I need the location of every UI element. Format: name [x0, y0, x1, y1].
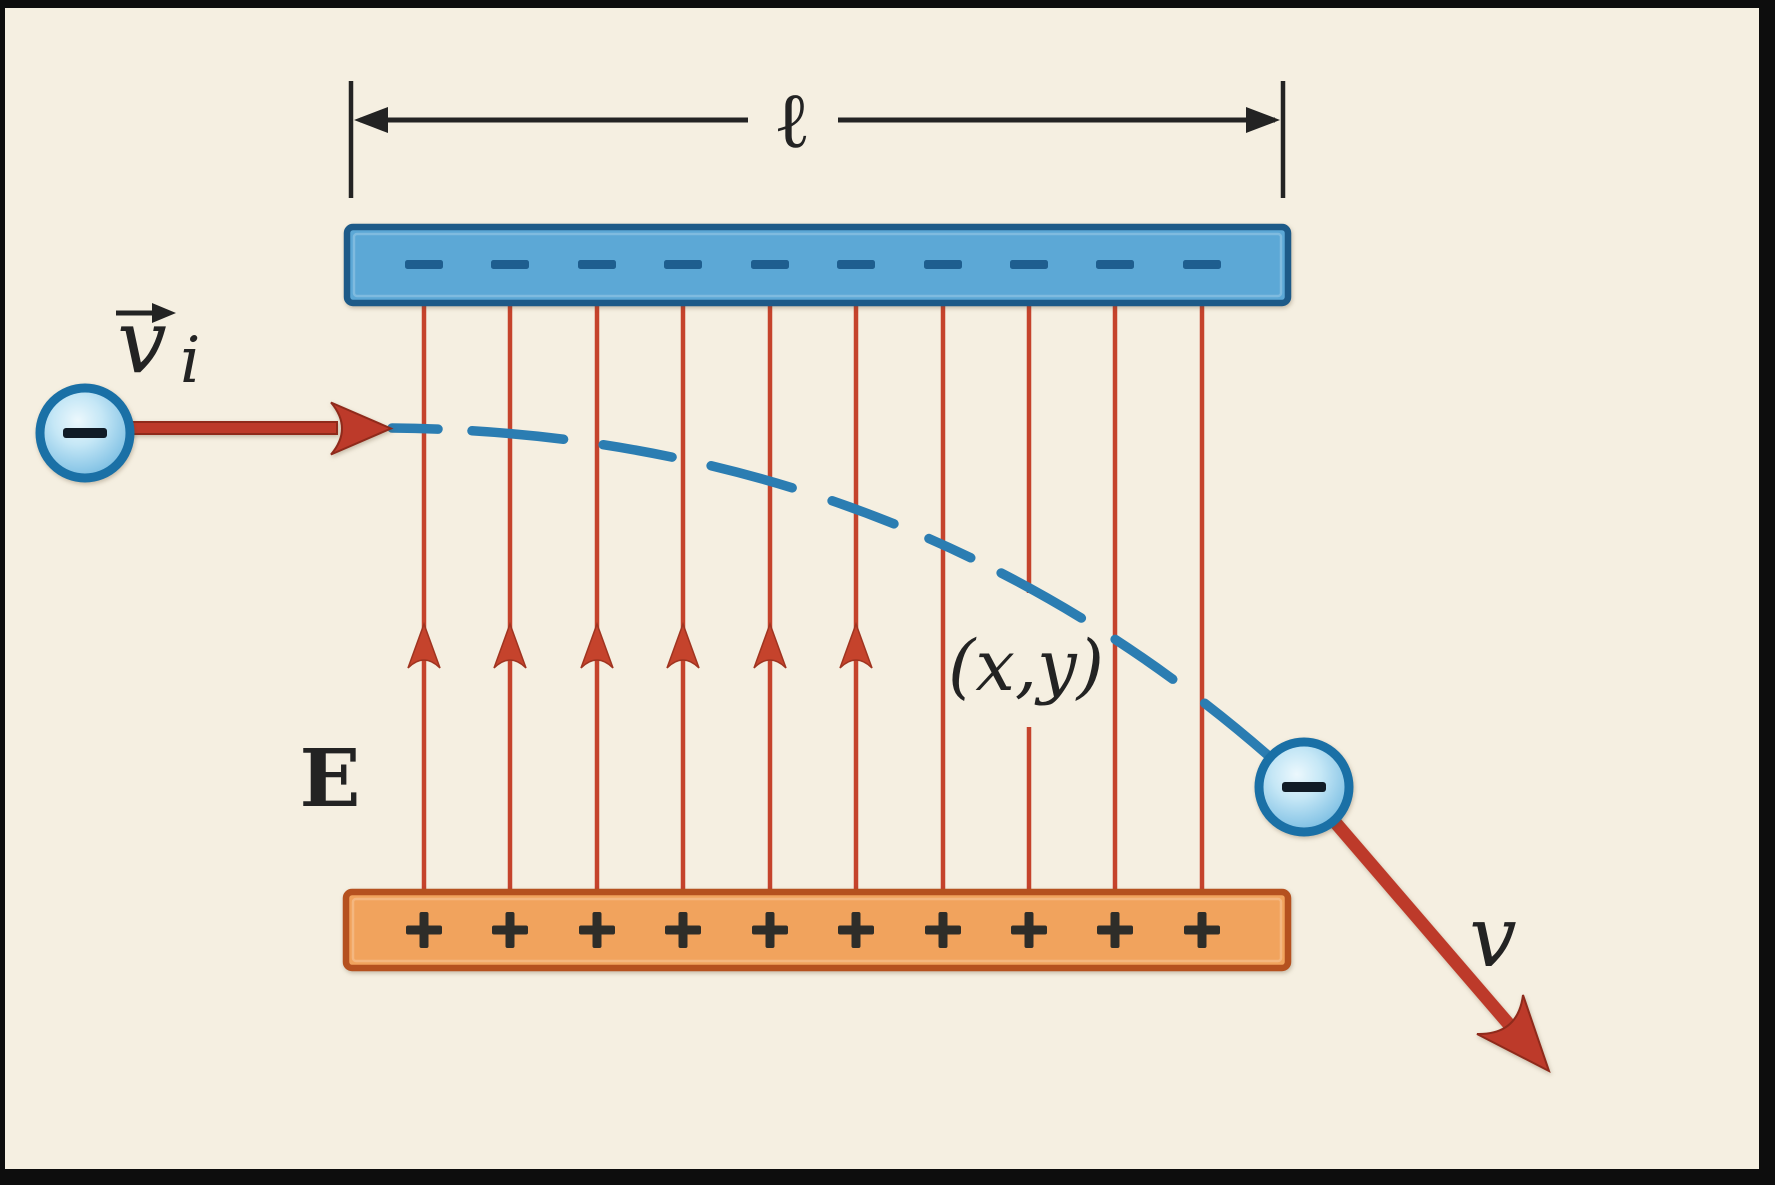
- minus-charge-icon: [578, 260, 616, 269]
- field-arrowhead-icon: [580, 621, 614, 669]
- plus-charge-icon: [1197, 912, 1207, 948]
- minus-charge-icon: [664, 260, 702, 269]
- plus-charge-icon: [1110, 912, 1120, 948]
- minus-charge-icon: [837, 260, 875, 269]
- final-velocity-shaft: [1317, 802, 1518, 1034]
- final-velocity-label: v: [1469, 888, 1516, 986]
- plus-charge-icon: [938, 912, 948, 948]
- field-arrowhead-icon: [753, 621, 787, 669]
- plus-charge-icon: [419, 912, 429, 948]
- initial-velocity-shaft: [121, 421, 338, 435]
- dimension-annotation: ℓ: [348, 76, 1286, 198]
- initial-velocity-arrow: [121, 401, 394, 456]
- minus-charge-icon: [1096, 260, 1134, 269]
- minus-charge-icon: [924, 260, 962, 269]
- dimension-arrow-right-icon: [1246, 107, 1280, 133]
- plus-charge-icon: [1024, 912, 1034, 948]
- vector-overbar-arrowhead-icon: [152, 303, 176, 323]
- electron-final: [1254, 737, 1354, 837]
- plus-charge-icon: [592, 912, 602, 948]
- plus-charge-icon: [678, 912, 688, 948]
- field-arrowhead-icon: [666, 621, 700, 669]
- electron-trajectory: [387, 423, 1305, 789]
- initial-velocity-label: v i: [116, 290, 200, 398]
- minus-charge-icon: [1183, 260, 1221, 269]
- minus-charge-icon: [405, 260, 443, 269]
- plate-length-label: ℓ: [773, 76, 810, 166]
- electron-minus-icon: [63, 428, 107, 438]
- minus-charge-icon: [751, 260, 789, 269]
- initial-velocity-symbol: v: [117, 290, 167, 393]
- positive-plate-bevel: [351, 897, 1283, 963]
- plus-charge-icon: [505, 912, 515, 948]
- negative-plate-charges: [405, 260, 1221, 269]
- plus-charge-icon: [851, 912, 861, 948]
- positive-plate-charges: [406, 912, 1220, 948]
- electric-field-lines: [407, 303, 1205, 892]
- dimension-arrow-left-icon: [354, 107, 388, 133]
- final-velocity-arrow: [1317, 802, 1551, 1074]
- minus-charge-icon: [491, 260, 529, 269]
- point-coordinates-label: (x,y): [948, 625, 1104, 707]
- field-arrowhead-icon: [407, 621, 441, 669]
- field-arrowhead-icon: [839, 621, 873, 669]
- minus-charge-icon: [1010, 260, 1048, 269]
- final-velocity-arrowhead-icon: [1476, 994, 1551, 1074]
- field-arrowhead-icon: [493, 621, 527, 669]
- initial-velocity-arrowhead-icon: [330, 401, 394, 456]
- electron-initial: [35, 383, 135, 483]
- initial-velocity-subscript: i: [180, 324, 200, 398]
- positive-plate: [342, 888, 1292, 972]
- plus-charge-icon: [765, 912, 775, 948]
- negative-plate: [343, 223, 1292, 307]
- negative-plate-bevel: [352, 232, 1283, 298]
- electric-field-label: E: [300, 731, 361, 825]
- electron-minus-icon: [1282, 782, 1326, 792]
